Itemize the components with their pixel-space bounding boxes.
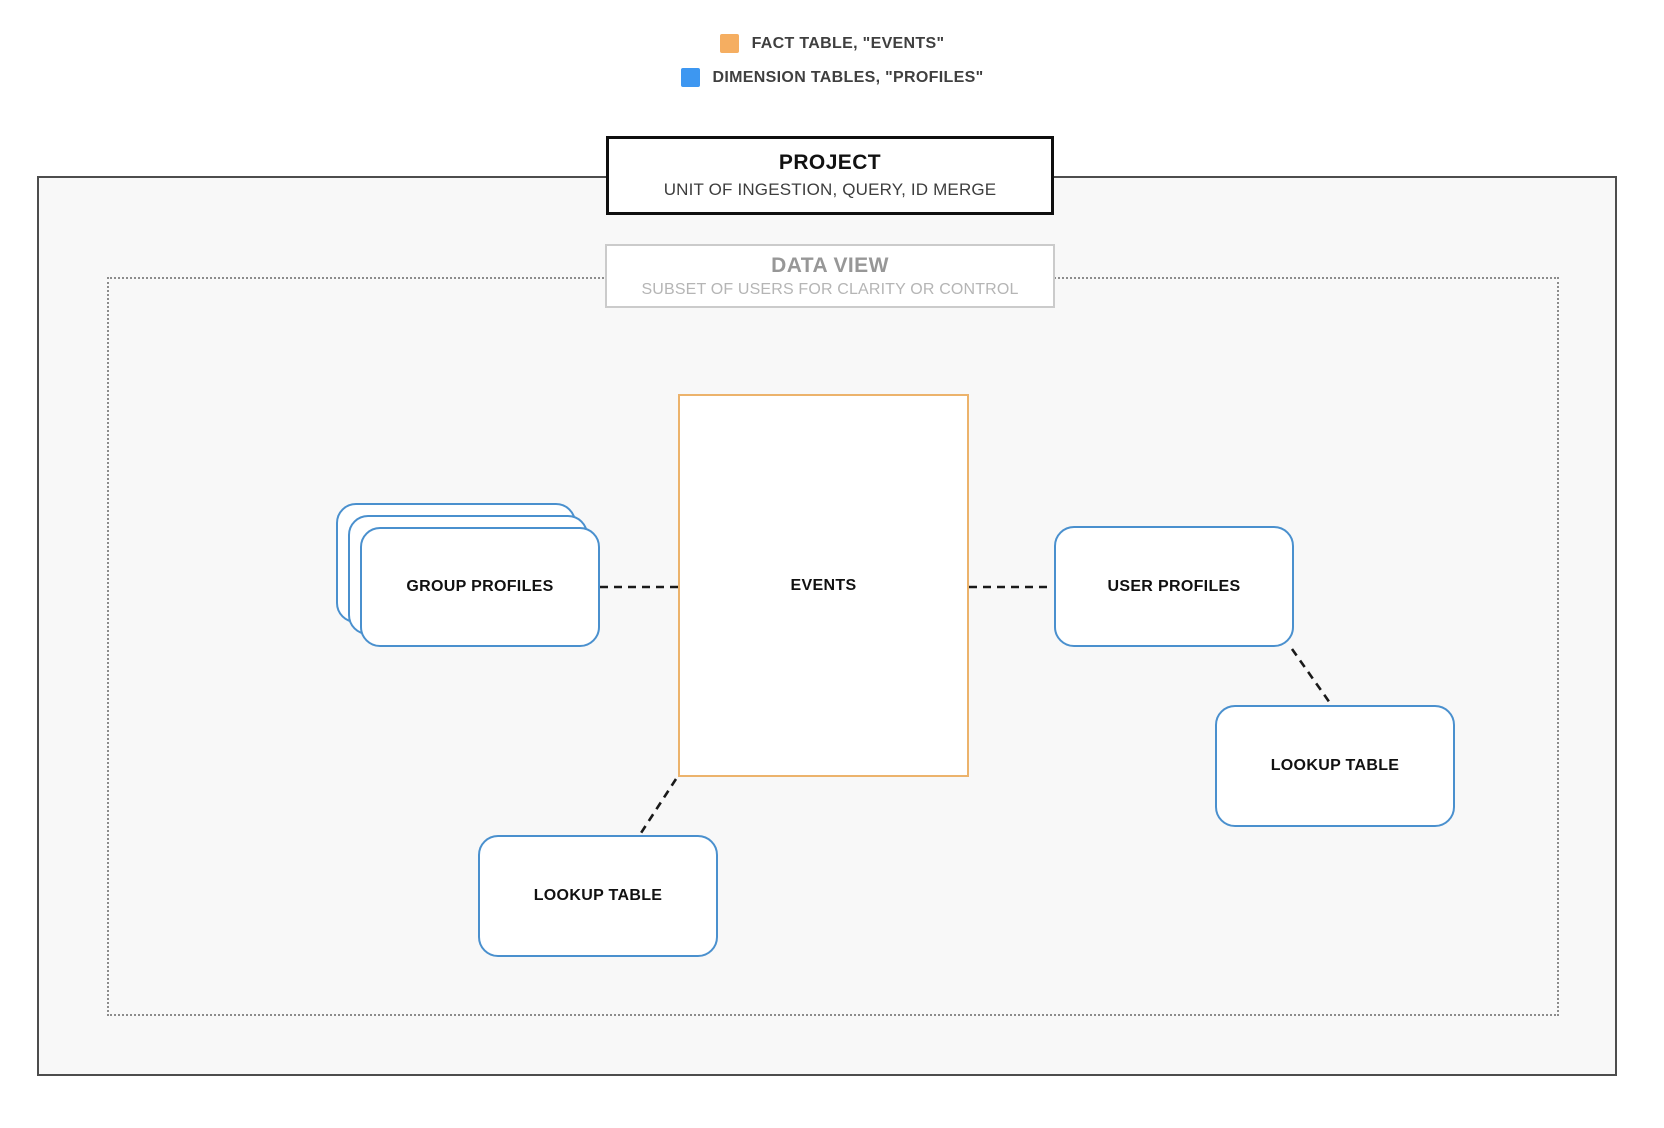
legend-item-fact-table: FACT TABLE, "EVENTS" [719, 34, 945, 53]
user-profiles-node: USER PROFILES [1054, 526, 1294, 647]
data-view-subtitle: SUBSET OF USERS FOR CLARITY OR CONTROL [641, 280, 1019, 298]
data-view-header-box: DATA VIEW SUBSET OF USERS FOR CLARITY OR… [605, 244, 1055, 308]
legend: FACT TABLE, "EVENTS" DIMENSION TABLES, "… [0, 34, 1664, 87]
legend-item-dimension-tables: DIMENSION TABLES, "PROFILES" [680, 68, 984, 87]
events-label: EVENTS [790, 576, 857, 594]
lookup-table-right-label: LOOKUP TABLE [1270, 757, 1400, 774]
dimension-tables-swatch-icon [680, 68, 700, 87]
legend-label-fact-table: FACT TABLE, "EVENTS" [751, 34, 945, 52]
fact-table-swatch-icon [719, 34, 739, 53]
group-profiles-label: GROUP PROFILES [406, 578, 554, 595]
project-title: PROJECT [778, 151, 882, 174]
connector-user-profiles-lookup-table [1290, 648, 1332, 704]
user-profiles-label: USER PROFILES [1107, 577, 1241, 595]
legend-label-dimension-tables: DIMENSION TABLES, "PROFILES" [712, 68, 984, 86]
project-subtitle: UNIT OF INGESTION, QUERY, ID MERGE [663, 180, 997, 199]
lookup-table-bottom-label: LOOKUP TABLE [533, 887, 663, 904]
connector-events-lookup-table [639, 778, 678, 834]
project-header-box: PROJECT UNIT OF INGESTION, QUERY, ID MER… [606, 136, 1054, 215]
lookup-table-right-node: LOOKUP TABLE [1215, 705, 1455, 827]
events-node: EVENTS [678, 394, 969, 777]
group-profiles-node: GROUP PROFILES [360, 527, 600, 647]
data-view-title: DATA VIEW [771, 253, 889, 277]
lookup-table-bottom-node: LOOKUP TABLE [478, 835, 718, 957]
